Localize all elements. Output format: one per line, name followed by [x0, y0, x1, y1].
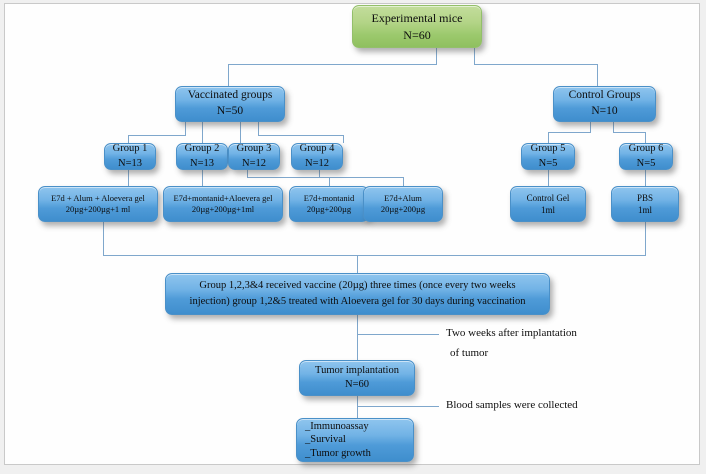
node-group-2-line1: Group 2: [184, 143, 220, 155]
node-vaccination-protocol-line2: injection) group 1,2&5 treated with Aloe…: [189, 296, 526, 307]
node-group-5[interactable]: Group 5 N=5: [521, 143, 575, 170]
node-group-5-line2: N=5: [538, 157, 558, 169]
node-group-3-line2: N=12: [241, 157, 266, 169]
node-group-3-line1: Group 3: [236, 143, 272, 155]
node-treatment-group-1-line1: E7d + Alum + Aloevera gel: [51, 192, 145, 203]
node-treatment-group-6-line2: 1ml: [637, 205, 652, 215]
connector-root-right-down: [474, 48, 475, 65]
connector-control-bus-right: [613, 132, 646, 133]
node-treatment-group-5-line2: 1ml: [540, 205, 555, 215]
connector-implantation-to-outcomes: [357, 396, 358, 418]
connector-protocol-to-implantation: [357, 315, 358, 360]
connector-group6-to-pbs: [645, 170, 646, 186]
node-experimental-mice[interactable]: Experimental mice N=60: [352, 5, 482, 48]
connector-root-left-down: [436, 48, 437, 65]
node-group-4-line1: Group 4: [299, 143, 335, 155]
connector-pbs-down: [645, 222, 646, 256]
connector-two-weeks-leader: [357, 334, 439, 335]
connector-to-group2: [202, 122, 203, 143]
annotation-two-weeks-line2: of tumor: [450, 347, 489, 359]
connector-root-to-control: [597, 64, 598, 86]
node-control-groups[interactable]: Control Groups N=10: [553, 86, 656, 122]
connector-group4-horizontal: [319, 177, 404, 178]
connector-control-down-a: [590, 122, 591, 133]
node-vaccinated-groups-line2: N=50: [216, 105, 244, 117]
node-treatment-group-3[interactable]: E7d+montanid 20µg+200µg: [289, 186, 369, 222]
annotation-two-weeks-line1: Two weeks after implantation: [446, 327, 577, 339]
node-vaccinated-groups-line1: Vaccinated groups: [187, 89, 273, 102]
connector-control-bus-left: [548, 132, 591, 133]
node-treatment-group-2-line2: 20µg+200µg+1ml: [191, 204, 255, 214]
node-treatment-group-6[interactable]: PBS 1ml: [611, 186, 679, 222]
connector-group4-down: [319, 170, 320, 178]
connector-vaccinated-down-b: [258, 122, 259, 136]
node-treatment-group-4-line2: 20µg+200µg: [380, 204, 426, 214]
connector-group3-horizontal: [247, 177, 330, 178]
node-treatment-group-3-line2: 20µg+200µg: [306, 204, 352, 214]
node-group-5-line1: Group 5: [530, 143, 566, 155]
node-group-6-line2: N=5: [636, 157, 656, 169]
connector-group1-to-treat1: [128, 170, 129, 186]
node-group-6-line1: Group 6: [628, 143, 664, 155]
connector-group2-to-treat2: [202, 170, 203, 186]
node-vaccinated-groups[interactable]: Vaccinated groups N=50: [175, 86, 285, 122]
connector-to-group1: [128, 135, 129, 143]
node-treatment-group-1[interactable]: E7d + Alum + Aloevera gel 20µg+200µg+1 m…: [38, 186, 158, 222]
node-treatment-group-3-line1: E7d+montanid: [303, 192, 355, 203]
node-treatment-group-2[interactable]: E7d+montanid+Aloevera gel 20µg+200µg+1ml: [163, 186, 283, 222]
node-tumor-implantation-line2: N=60: [344, 379, 369, 390]
node-group-4[interactable]: Group 4 N=12: [291, 143, 343, 170]
connector-blood-samples-leader: [357, 406, 439, 407]
node-experimental-mice-line2: N=60: [403, 27, 431, 42]
connector-bus-to-protocol: [357, 255, 358, 273]
node-tumor-implantation[interactable]: Tumor implantation N=60: [299, 360, 415, 396]
connector-group3-down: [247, 170, 248, 178]
connector-root-to-vaccinated: [228, 64, 229, 90]
connector-vaccinated-bus-right: [258, 135, 344, 136]
connector-to-group4: [343, 135, 344, 143]
node-outcomes-line1: _Immunoassay: [305, 421, 369, 433]
node-group-2-line2: N=13: [189, 157, 214, 169]
node-treatment-group-4-line1: E7d+Alum: [384, 192, 422, 203]
connector-group3-to-treat3: [329, 177, 330, 186]
connector-to-group6: [645, 132, 646, 143]
node-treatment-group-6-line1: PBS: [636, 192, 653, 203]
connector-protocol-bus: [103, 255, 646, 256]
node-outcomes-line2: _Survival: [305, 434, 346, 446]
connector-control-down-b: [613, 122, 614, 133]
connector-group5-to-controlgel: [548, 170, 549, 186]
connector-treat1-down: [103, 222, 104, 256]
node-treatment-group-2-line1: E7d+montanid+Aloevera gel: [173, 192, 273, 203]
node-group-2[interactable]: Group 2 N=13: [176, 143, 228, 170]
connector-group4-to-treat4: [403, 177, 404, 186]
node-treatment-group-1-line2: 20µg+200µg+1 ml: [65, 204, 131, 214]
node-group-3[interactable]: Group 3 N=12: [228, 143, 280, 170]
node-outcomes-line3: _Tumor growth: [305, 447, 371, 459]
node-control-groups-line1: Control Groups: [568, 89, 641, 102]
connector-to-group3: [240, 122, 241, 143]
node-control-groups-line2: N=10: [591, 105, 618, 117]
node-experimental-mice-line1: Experimental mice: [371, 11, 463, 26]
node-group-1-line1: Group 1: [112, 143, 148, 155]
node-treatment-group-5[interactable]: Control Gel 1ml: [510, 186, 586, 222]
node-outcomes[interactable]: _Immunoassay _Survival _Tumor growth: [296, 418, 414, 462]
node-treatment-group-5-line1: Control Gel: [526, 192, 570, 203]
node-vaccination-protocol[interactable]: Group 1,2,3&4 received vaccine (20µg) th…: [165, 273, 550, 315]
connector-vaccinated-bus-left: [128, 135, 186, 136]
connector-to-group5: [548, 132, 549, 143]
node-treatment-group-4[interactable]: E7d+Alum 20µg+200µg: [363, 186, 443, 222]
node-group-4-line2: N=12: [304, 157, 329, 169]
connector-root-right-horizontal: [474, 64, 598, 65]
connector-vaccinated-down-a: [185, 122, 186, 136]
node-vaccination-protocol-line1: Group 1,2,3&4 received vaccine (20µg) th…: [199, 279, 516, 291]
connector-root-left-horizontal: [228, 64, 437, 65]
node-group-1[interactable]: Group 1 N=13: [104, 143, 156, 170]
node-tumor-implantation-line1: Tumor implantation: [315, 364, 399, 376]
node-group-1-line2: N=13: [117, 157, 142, 169]
node-group-6[interactable]: Group 6 N=5: [619, 143, 673, 170]
annotation-blood-samples: Blood samples were collected: [446, 399, 578, 411]
